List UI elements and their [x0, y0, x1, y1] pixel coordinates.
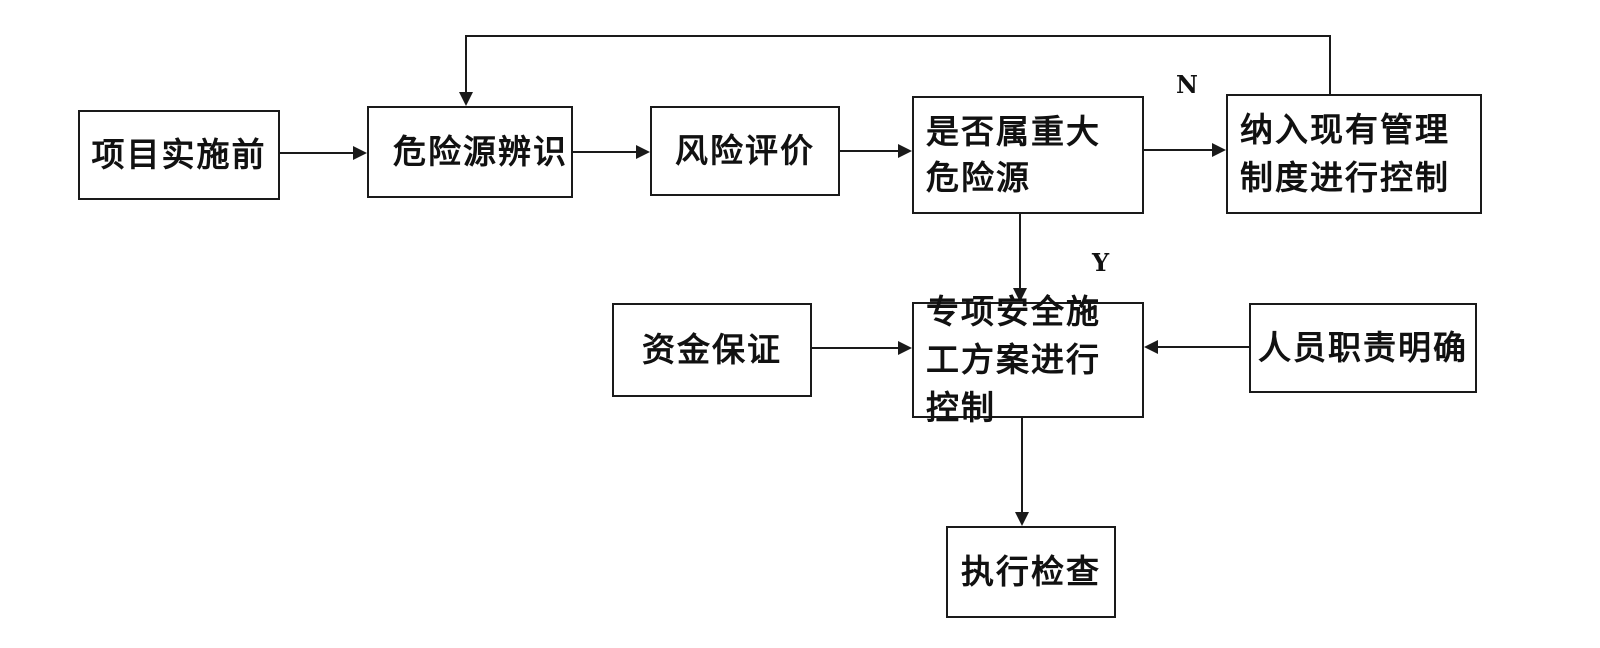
node-existing-management-control: 纳入现有管理制度进行控制	[1226, 94, 1482, 214]
node-before-project-label: 项目实施前	[91, 135, 267, 174]
node-funding-guarantee: 资金保证	[612, 303, 812, 397]
node-existing-management-control-label: 纳入现有管理制度进行控制	[1240, 110, 1450, 197]
arrowhead-include	[1212, 143, 1226, 157]
arrowhead-check	[1015, 512, 1029, 526]
node-clear-staff-responsibility-label: 人员职责明确	[1258, 328, 1468, 367]
decision-label-yes: Y	[1092, 248, 1110, 277]
arrowhead-eval	[636, 145, 650, 159]
node-clear-staff-responsibility: 人员职责明确	[1249, 303, 1477, 393]
arrowhead-plan	[1013, 288, 1027, 302]
node-execution-inspection: 执行检查	[946, 526, 1116, 618]
arrowhead-feedback	[459, 92, 473, 106]
node-before-project: 项目实施前	[78, 110, 280, 200]
node-execution-inspection-label: 执行检查	[961, 552, 1101, 591]
decision-label-no: N	[1176, 70, 1198, 99]
node-special-safety-plan-control-label: 专项安全施工方案进行控制	[926, 292, 1101, 427]
node-hazard-identification: 危险源辨识	[367, 106, 573, 198]
node-risk-evaluation-label: 风险评价	[675, 131, 815, 170]
node-risk-evaluation: 风险评价	[650, 106, 840, 196]
edge-include-feedback-to-identify	[465, 35, 1331, 94]
arrowhead-staff	[1144, 340, 1158, 354]
node-hazard-identification-label: 危险源辨识	[393, 132, 568, 171]
node-major-hazard-decision: 是否属重大危险源	[912, 96, 1144, 214]
node-special-safety-plan-control: 专项安全施工方案进行控制	[912, 292, 1144, 427]
arrowhead-identify	[353, 146, 367, 160]
node-funding-guarantee-label: 资金保证	[642, 330, 782, 369]
node-major-hazard-decision-label: 是否属重大危险源	[926, 112, 1101, 197]
arrowhead-major	[898, 144, 912, 158]
arrowhead-fund	[898, 341, 912, 355]
